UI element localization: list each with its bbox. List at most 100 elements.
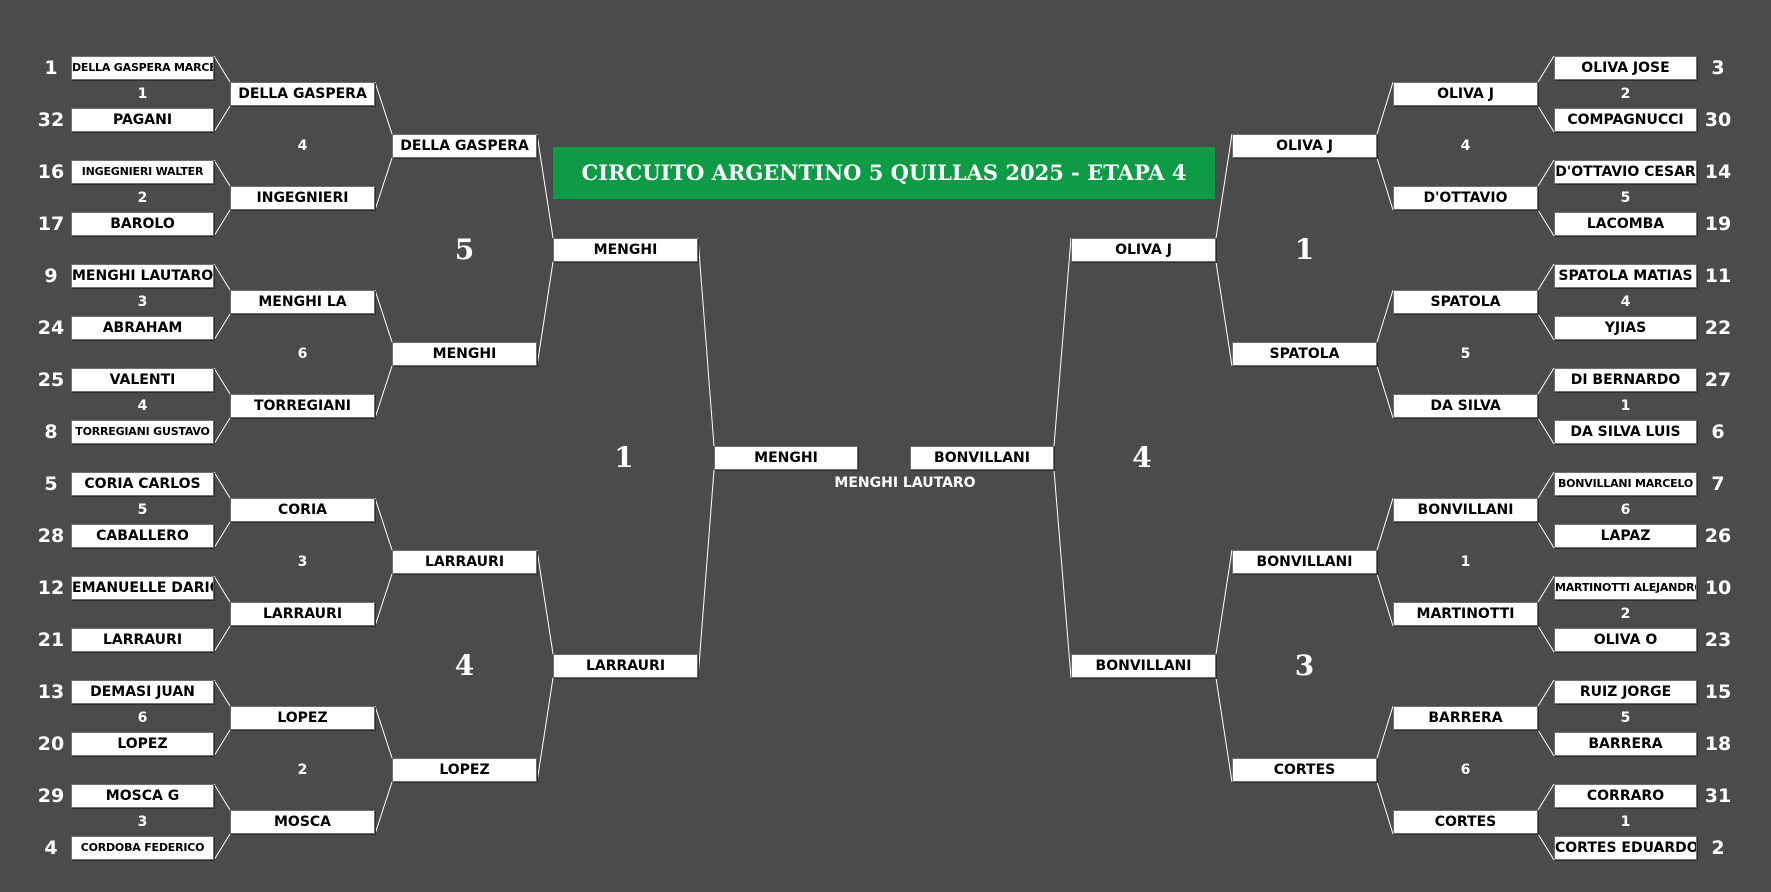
left-r1-player: TORREGIANI GUSTAVO xyxy=(71,420,214,444)
left-seed-number: 32 xyxy=(37,109,65,131)
left-seed-number: 8 xyxy=(44,421,58,443)
left-seed-number: 21 xyxy=(37,629,65,651)
right-seed-number: 15 xyxy=(1704,681,1732,703)
right-r1-player: CORRARO xyxy=(1554,784,1697,808)
right-r3-player: BONVILLANI xyxy=(1232,550,1377,574)
right-r1-score: 5 xyxy=(1620,710,1631,726)
right-r1-connector xyxy=(1537,417,1555,445)
right-seed-number: 26 xyxy=(1704,525,1732,547)
right-r1-score: 5 xyxy=(1620,190,1631,206)
left-r1-score: 3 xyxy=(137,814,148,830)
right-r3-connector xyxy=(1215,677,1233,783)
right-r1-connector xyxy=(1537,783,1555,811)
left-r1-connector xyxy=(213,313,231,341)
left-r1-score: 5 xyxy=(137,502,148,518)
left-r1-player: CABALLERO xyxy=(71,524,214,548)
left-r3-connector xyxy=(536,549,554,655)
right-r2-score: 1 xyxy=(1460,554,1471,570)
left-r3-connector xyxy=(536,677,554,783)
right-seed-number: 30 xyxy=(1704,109,1732,131)
right-r3-score: 1 xyxy=(1294,233,1315,266)
left-r1-connector xyxy=(213,521,231,549)
right-r1-connector xyxy=(1537,55,1555,83)
right-seed-number: 19 xyxy=(1704,213,1732,235)
left-seed-number: 24 xyxy=(37,317,65,339)
right-r4-score: 4 xyxy=(1132,441,1152,474)
left-r1-player: MOSCA G xyxy=(71,784,214,808)
right-r3-connector xyxy=(1215,261,1233,367)
left-r1-score: 1 xyxy=(137,86,148,102)
right-r1-score: 1 xyxy=(1620,814,1631,830)
right-r4-connector xyxy=(1053,237,1072,447)
right-r2-player: D'OTTAVIO xyxy=(1393,186,1538,210)
right-r2-score: 4 xyxy=(1460,138,1471,154)
left-r1-player: BAROLO xyxy=(71,212,214,236)
right-r2-connector xyxy=(1376,365,1394,419)
right-r3-player: SPATOLA xyxy=(1232,342,1377,366)
right-r2-connector xyxy=(1376,705,1394,759)
right-r1-player: BARRERA xyxy=(1554,732,1697,756)
left-r1-connector xyxy=(213,55,231,83)
right-r1-connector xyxy=(1537,313,1555,341)
left-r1-connector xyxy=(213,625,231,653)
left-seed-number: 29 xyxy=(37,785,65,807)
right-r1-connector xyxy=(1537,105,1555,133)
right-r1-connector xyxy=(1537,367,1555,395)
right-r1-connector xyxy=(1537,679,1555,707)
right-r1-player: LACOMBA xyxy=(1554,212,1697,236)
left-r4-connector xyxy=(697,469,715,679)
left-seed-number: 28 xyxy=(37,525,65,547)
left-r1-score: 6 xyxy=(137,710,148,726)
left-r1-connector xyxy=(213,209,231,237)
left-r2-score: 3 xyxy=(297,554,308,570)
right-seed-number: 31 xyxy=(1704,785,1732,807)
right-r2-score: 5 xyxy=(1460,346,1471,362)
right-r2-player: OLIVA J xyxy=(1393,82,1538,106)
right-r2-connector xyxy=(1376,157,1394,211)
left-r2-player: INGEGNIERI xyxy=(230,186,375,210)
right-r1-connector xyxy=(1537,471,1555,499)
left-seed-number: 16 xyxy=(37,161,65,183)
right-r1-connector xyxy=(1537,159,1555,187)
left-r2-connector xyxy=(374,705,393,759)
right-r1-player: DI BERNARDO xyxy=(1554,368,1697,392)
left-seed-number: 17 xyxy=(37,213,65,235)
right-r3-player: CORTES xyxy=(1232,758,1377,782)
left-r3-player: MENGHI xyxy=(392,342,537,366)
right-finalist: BONVILLANI xyxy=(910,446,1054,470)
left-r3-score: 4 xyxy=(454,649,475,682)
left-r1-connector xyxy=(213,367,231,395)
left-r1-player: DELLA GASPERA MARCELO xyxy=(71,56,214,80)
right-r1-connector xyxy=(1537,625,1555,653)
left-r4-score: 1 xyxy=(614,441,634,474)
right-seed-number: 14 xyxy=(1704,161,1732,183)
left-r2-connector xyxy=(374,289,393,343)
right-r1-player: YJIAS xyxy=(1554,316,1697,340)
right-seed-number: 3 xyxy=(1711,57,1725,79)
left-r1-player: CORIA CARLOS xyxy=(71,472,214,496)
right-r1-player: COMPAGNUCCI xyxy=(1554,108,1697,132)
right-r1-connector xyxy=(1537,729,1555,757)
right-r2-connector xyxy=(1376,81,1394,135)
left-r1-score: 4 xyxy=(137,398,148,414)
left-r1-player: VALENTI xyxy=(71,368,214,392)
left-r1-connector xyxy=(213,105,231,133)
right-r1-player: LAPAZ xyxy=(1554,524,1697,548)
left-r2-score: 4 xyxy=(297,138,308,154)
left-r3-player: LARRAURI xyxy=(392,550,537,574)
right-r4-connector xyxy=(1053,469,1072,679)
left-r1-connector xyxy=(213,575,231,603)
left-r1-player: PAGANI xyxy=(71,108,214,132)
right-r2-player: CORTES xyxy=(1393,810,1538,834)
left-r1-connector xyxy=(213,159,231,187)
right-r1-player: D'OTTAVIO CESAR xyxy=(1554,160,1697,184)
left-r3-player: LOPEZ xyxy=(392,758,537,782)
right-r2-player: BONVILLANI xyxy=(1393,498,1538,522)
left-r1-player: MENGHI LAUTARO xyxy=(71,264,214,288)
right-r3-score: 3 xyxy=(1294,649,1315,682)
right-r1-score: 2 xyxy=(1620,86,1631,102)
left-r1-connector xyxy=(213,417,231,445)
right-seed-number: 2 xyxy=(1711,837,1725,859)
